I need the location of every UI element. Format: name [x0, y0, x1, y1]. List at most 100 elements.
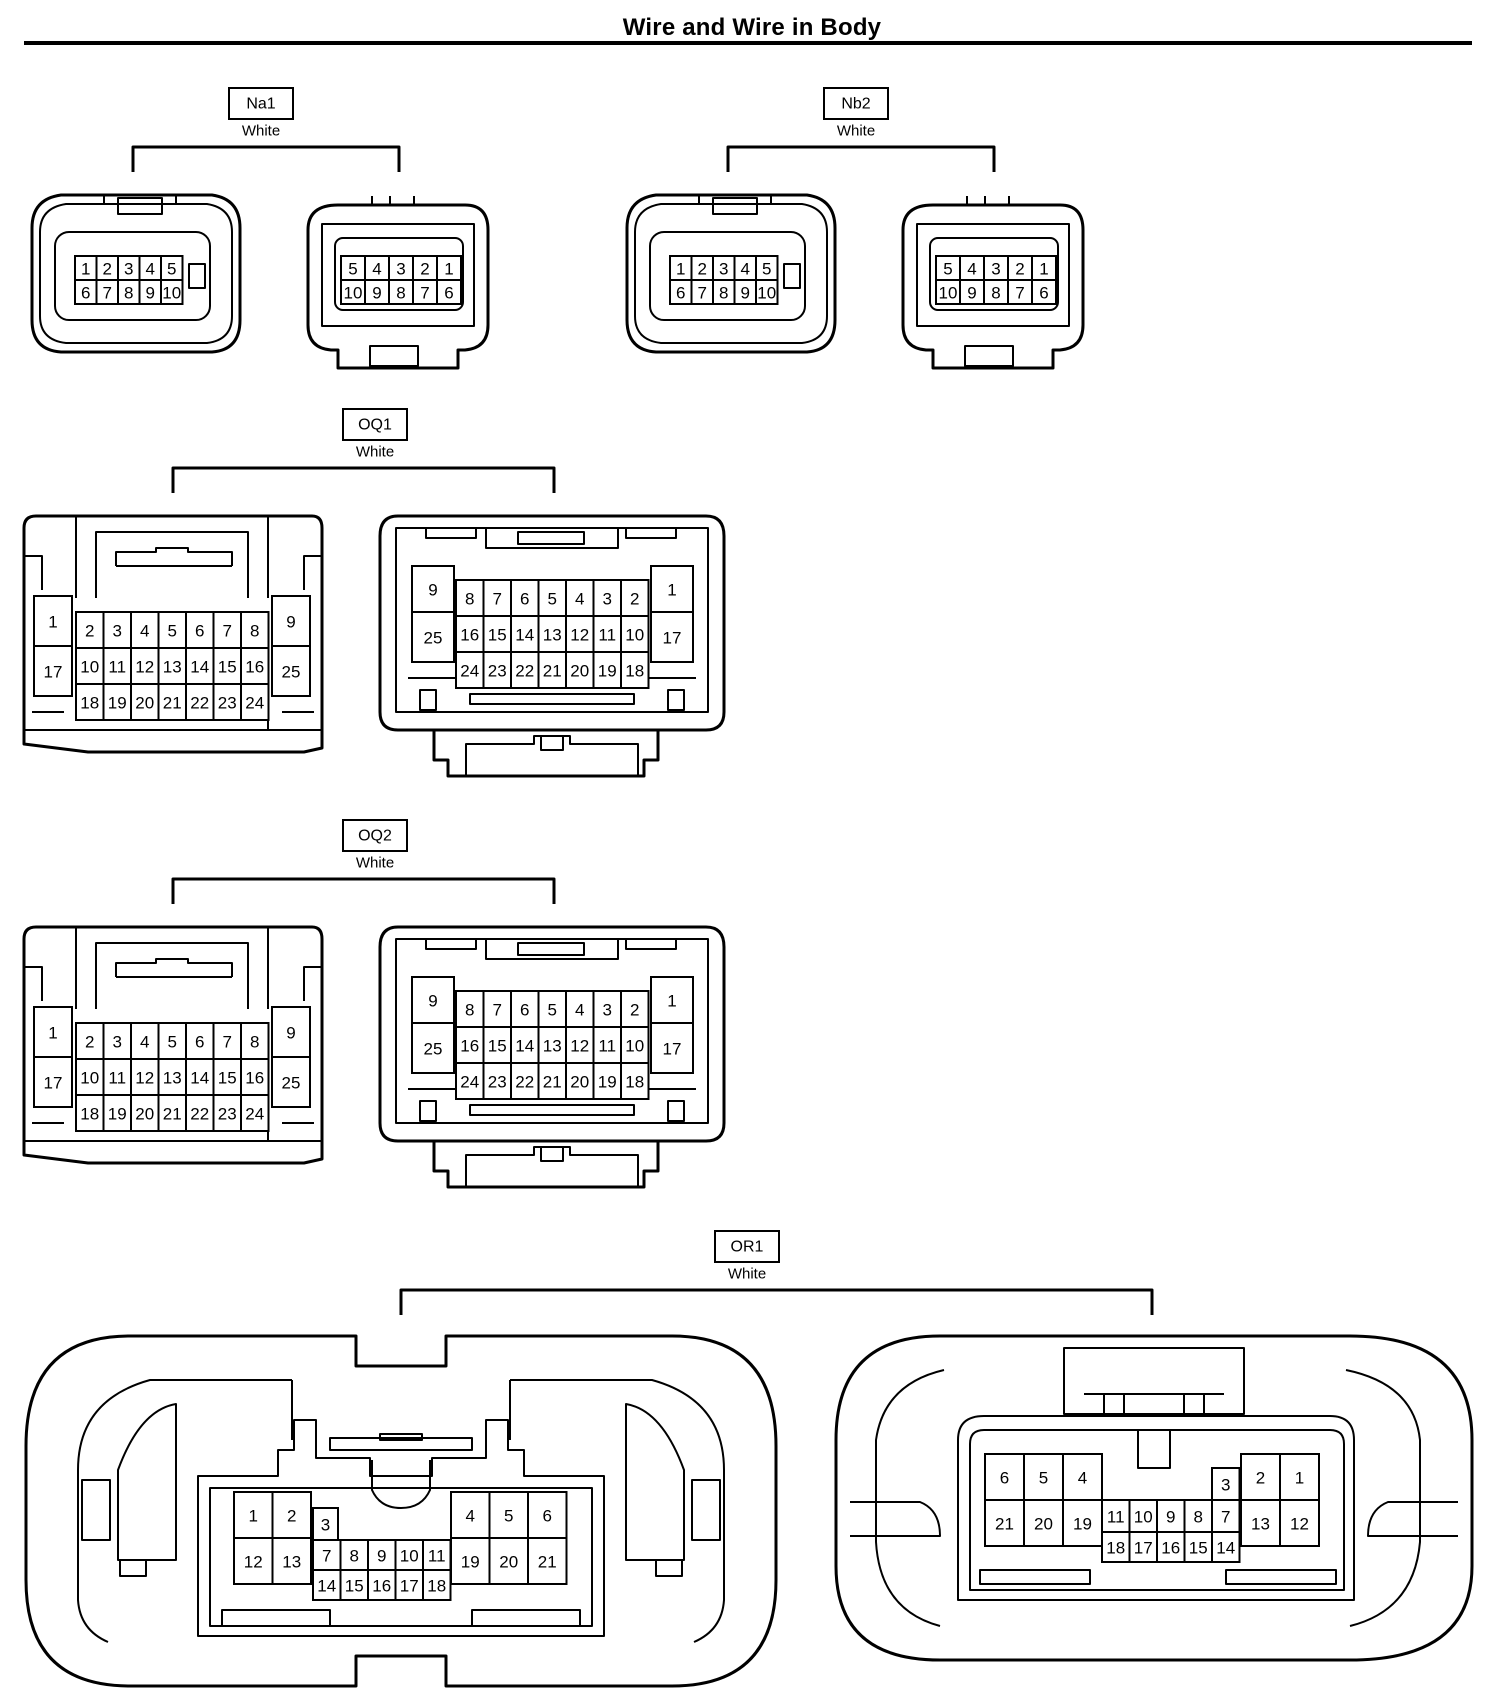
- oq1-tag-box: [342, 408, 408, 441]
- pin-number: 8: [250, 622, 259, 641]
- pin-number: 22: [515, 1073, 534, 1092]
- pin-number: 4: [967, 260, 976, 279]
- pin-number: 14: [317, 1577, 336, 1596]
- pin-cell: [1101, 1499, 1131, 1533]
- pin-number: 16: [245, 658, 264, 677]
- pin-number: 11: [598, 1037, 616, 1056]
- oq2-bracket: [171, 877, 556, 904]
- pin-number: 10: [344, 284, 363, 303]
- pin-number: 3: [113, 622, 122, 641]
- pin-cell: [75, 1022, 105, 1060]
- pin-number: 18: [427, 1577, 446, 1596]
- nb2-right-housing: [901, 196, 1085, 370]
- or1-tag-box: [714, 1230, 780, 1263]
- pin-number: 7: [698, 284, 707, 303]
- pin-number: 6: [520, 1001, 529, 1020]
- pin-cell: [650, 976, 694, 1024]
- pin-number: 17: [663, 629, 682, 648]
- pin-cell: [488, 1537, 529, 1585]
- or1-bracket: [399, 1288, 1154, 1315]
- pin-number: 18: [625, 1073, 644, 1092]
- pin-cell: [650, 1022, 694, 1074]
- pin-number: 13: [543, 626, 562, 645]
- pin-number: 2: [1015, 260, 1024, 279]
- pin-number: 5: [504, 1507, 513, 1526]
- pin-number: 14: [1216, 1539, 1235, 1558]
- pin-cell: [130, 611, 160, 649]
- pin-number: 6: [195, 1033, 204, 1052]
- pin-cell: [565, 651, 595, 689]
- pin-cell: [102, 647, 132, 685]
- pin-cell: [1240, 1499, 1281, 1547]
- pin-number: 15: [488, 626, 507, 645]
- pin-number: 5: [348, 260, 357, 279]
- pin-number: 10: [939, 284, 958, 303]
- na1-left-housing: [30, 193, 242, 354]
- pin-number: 7: [1015, 284, 1024, 303]
- pin-cell: [983, 255, 1009, 281]
- pin-number: 9: [1166, 1508, 1175, 1527]
- pin-number: 7: [493, 1001, 502, 1020]
- pin-cell: [271, 1056, 311, 1108]
- pin-number: 9: [428, 992, 437, 1011]
- pin-number: 4: [575, 590, 584, 609]
- na1-bracket: [131, 145, 401, 172]
- pin-number: 12: [1290, 1515, 1309, 1534]
- pin-number: 17: [44, 1074, 63, 1093]
- pin-number: 2: [287, 1507, 296, 1526]
- pin-cell: [565, 990, 595, 1028]
- pin-cell: [411, 565, 455, 613]
- pin-number: 22: [190, 1105, 209, 1124]
- pin-cell: [565, 1026, 595, 1064]
- pin-cell: [984, 1453, 1025, 1501]
- pin-number: 5: [762, 260, 771, 279]
- pin-cell: [1031, 279, 1057, 305]
- pin-number: 11: [598, 626, 616, 645]
- pin-cell: [984, 1499, 1025, 1547]
- pin-number: 22: [190, 694, 209, 713]
- oq2-color: White: [356, 855, 394, 872]
- pin-cell: [312, 1569, 342, 1601]
- pin-cell: [455, 651, 485, 689]
- pin-cell: [271, 1491, 312, 1539]
- pin-number: 8: [1194, 1508, 1203, 1527]
- pin-cell: [394, 1539, 424, 1571]
- pin-cell: [271, 645, 311, 697]
- pin-number: 17: [663, 1040, 682, 1059]
- pin-number: 2: [698, 260, 707, 279]
- title-rule: [24, 41, 1472, 45]
- pin-cell: [212, 683, 242, 721]
- pin-cell: [455, 990, 485, 1028]
- pin-cell: [1031, 255, 1057, 281]
- or1-right-housing: [834, 1334, 1474, 1662]
- pin-number: 1: [667, 992, 676, 1011]
- pin-number: 3: [124, 260, 133, 279]
- pin-number: 11: [1107, 1508, 1125, 1527]
- pin-cell: [620, 651, 650, 689]
- pin-number: 14: [515, 626, 534, 645]
- pin-number: 1: [1039, 260, 1048, 279]
- pin-number: 4: [741, 260, 750, 279]
- pin-number: 5: [168, 1033, 177, 1052]
- oq2-tag: OQ2: [358, 828, 392, 845]
- pin-cell: [75, 683, 105, 721]
- pin-number: 6: [520, 590, 529, 609]
- pin-number: 6: [543, 1507, 552, 1526]
- pin-cell: [212, 611, 242, 649]
- pin-number: 23: [488, 1073, 507, 1092]
- pin-number: 4: [1078, 1469, 1087, 1488]
- pin-cell: [33, 1006, 73, 1058]
- pin-cell: [157, 683, 187, 721]
- pin-cell: [271, 1537, 312, 1585]
- pin-number: 13: [282, 1553, 301, 1572]
- pin-cell: [157, 1022, 187, 1060]
- pin-cell: [240, 1094, 270, 1132]
- pin-number: 3: [603, 590, 612, 609]
- pin-cell: [240, 611, 270, 649]
- pin-number: 4: [140, 1033, 149, 1052]
